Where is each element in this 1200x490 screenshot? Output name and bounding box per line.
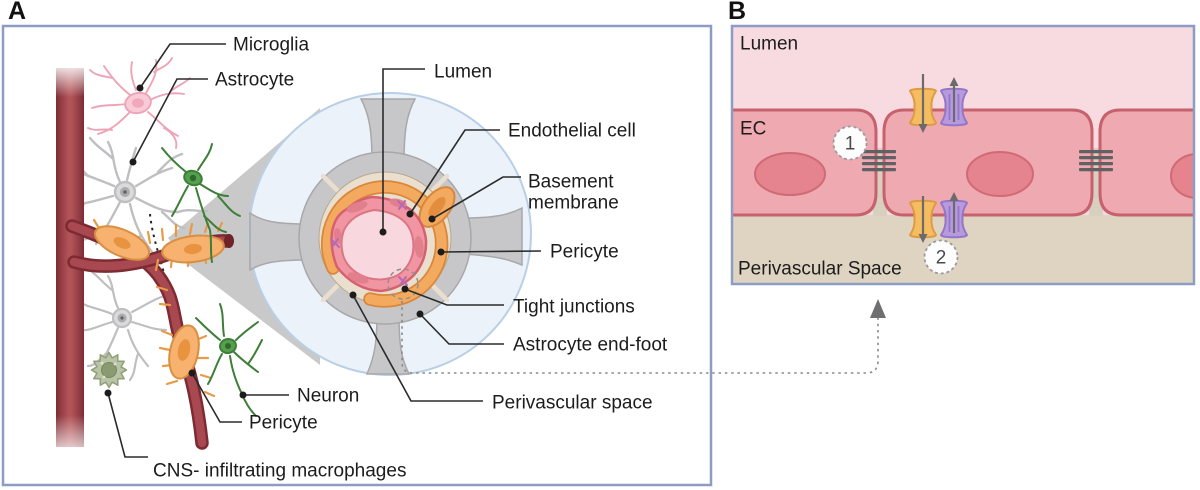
transport-arrows (921, 74, 956, 234)
connector-dotted-line (401, 301, 879, 374)
label-b-perivascular-space: Perivascular Space (738, 259, 902, 280)
step-2-number: 2 (936, 248, 947, 269)
panel-a-letter: A (8, 0, 26, 25)
ec-nuclei (754, 151, 1193, 199)
step-1-badge: 1 (832, 125, 868, 161)
pericyte-nucleus (428, 196, 446, 218)
label-astrocyte: Astrocyte (215, 70, 294, 91)
leader-lines (107, 43, 542, 458)
neuron-cell (161, 143, 241, 263)
tight-junction-marks (330, 200, 408, 286)
end-foot-gaps (320, 173, 450, 303)
label-b-ec: EC (740, 119, 766, 140)
label-pericyte-left: Pericyte (249, 413, 318, 434)
label-basement-membrane-line1: Basement (528, 172, 614, 193)
step-2-badge: 2 (923, 239, 959, 275)
label-perivascular-space: Perivascular space (492, 393, 653, 414)
label-lumen: Lumen (434, 62, 492, 83)
label-neuron: Neuron (297, 386, 359, 407)
panel-b-letter: B (728, 0, 746, 25)
label-pericyte: Pericyte (550, 242, 619, 263)
label-tight-junctions: Tight junctions (513, 297, 635, 318)
label-astrocyte-end-foot: Astrocyte end-foot (513, 335, 668, 356)
label-cns-macrophages: CNS- infiltrating macrophages (153, 461, 406, 482)
tight-junction-hatch (862, 150, 1113, 172)
lumen-area (340, 208, 415, 281)
label-endothelial-cell: Endothelial cell (508, 121, 636, 142)
label-b-lumen: Lumen (740, 34, 798, 55)
leader-dots (104, 84, 445, 399)
panel-b-frame (730, 24, 1196, 286)
transport-arrowheads (918, 77, 959, 243)
macrophage-cell (90, 351, 128, 389)
vessel-cross-section (248, 92, 532, 376)
step-1-number: 1 (845, 134, 856, 155)
tight-junction-highlight-circle (387, 268, 419, 300)
pericyte-cell (92, 218, 225, 398)
panel-b-content: 1 2 Lumen EC Perivascular Space (733, 27, 1193, 283)
label-microglia: Microglia (233, 35, 309, 56)
label-basement-membrane-line2: membrane (528, 193, 619, 214)
connector-arrowhead (870, 299, 886, 318)
microglia-cell (87, 57, 191, 149)
